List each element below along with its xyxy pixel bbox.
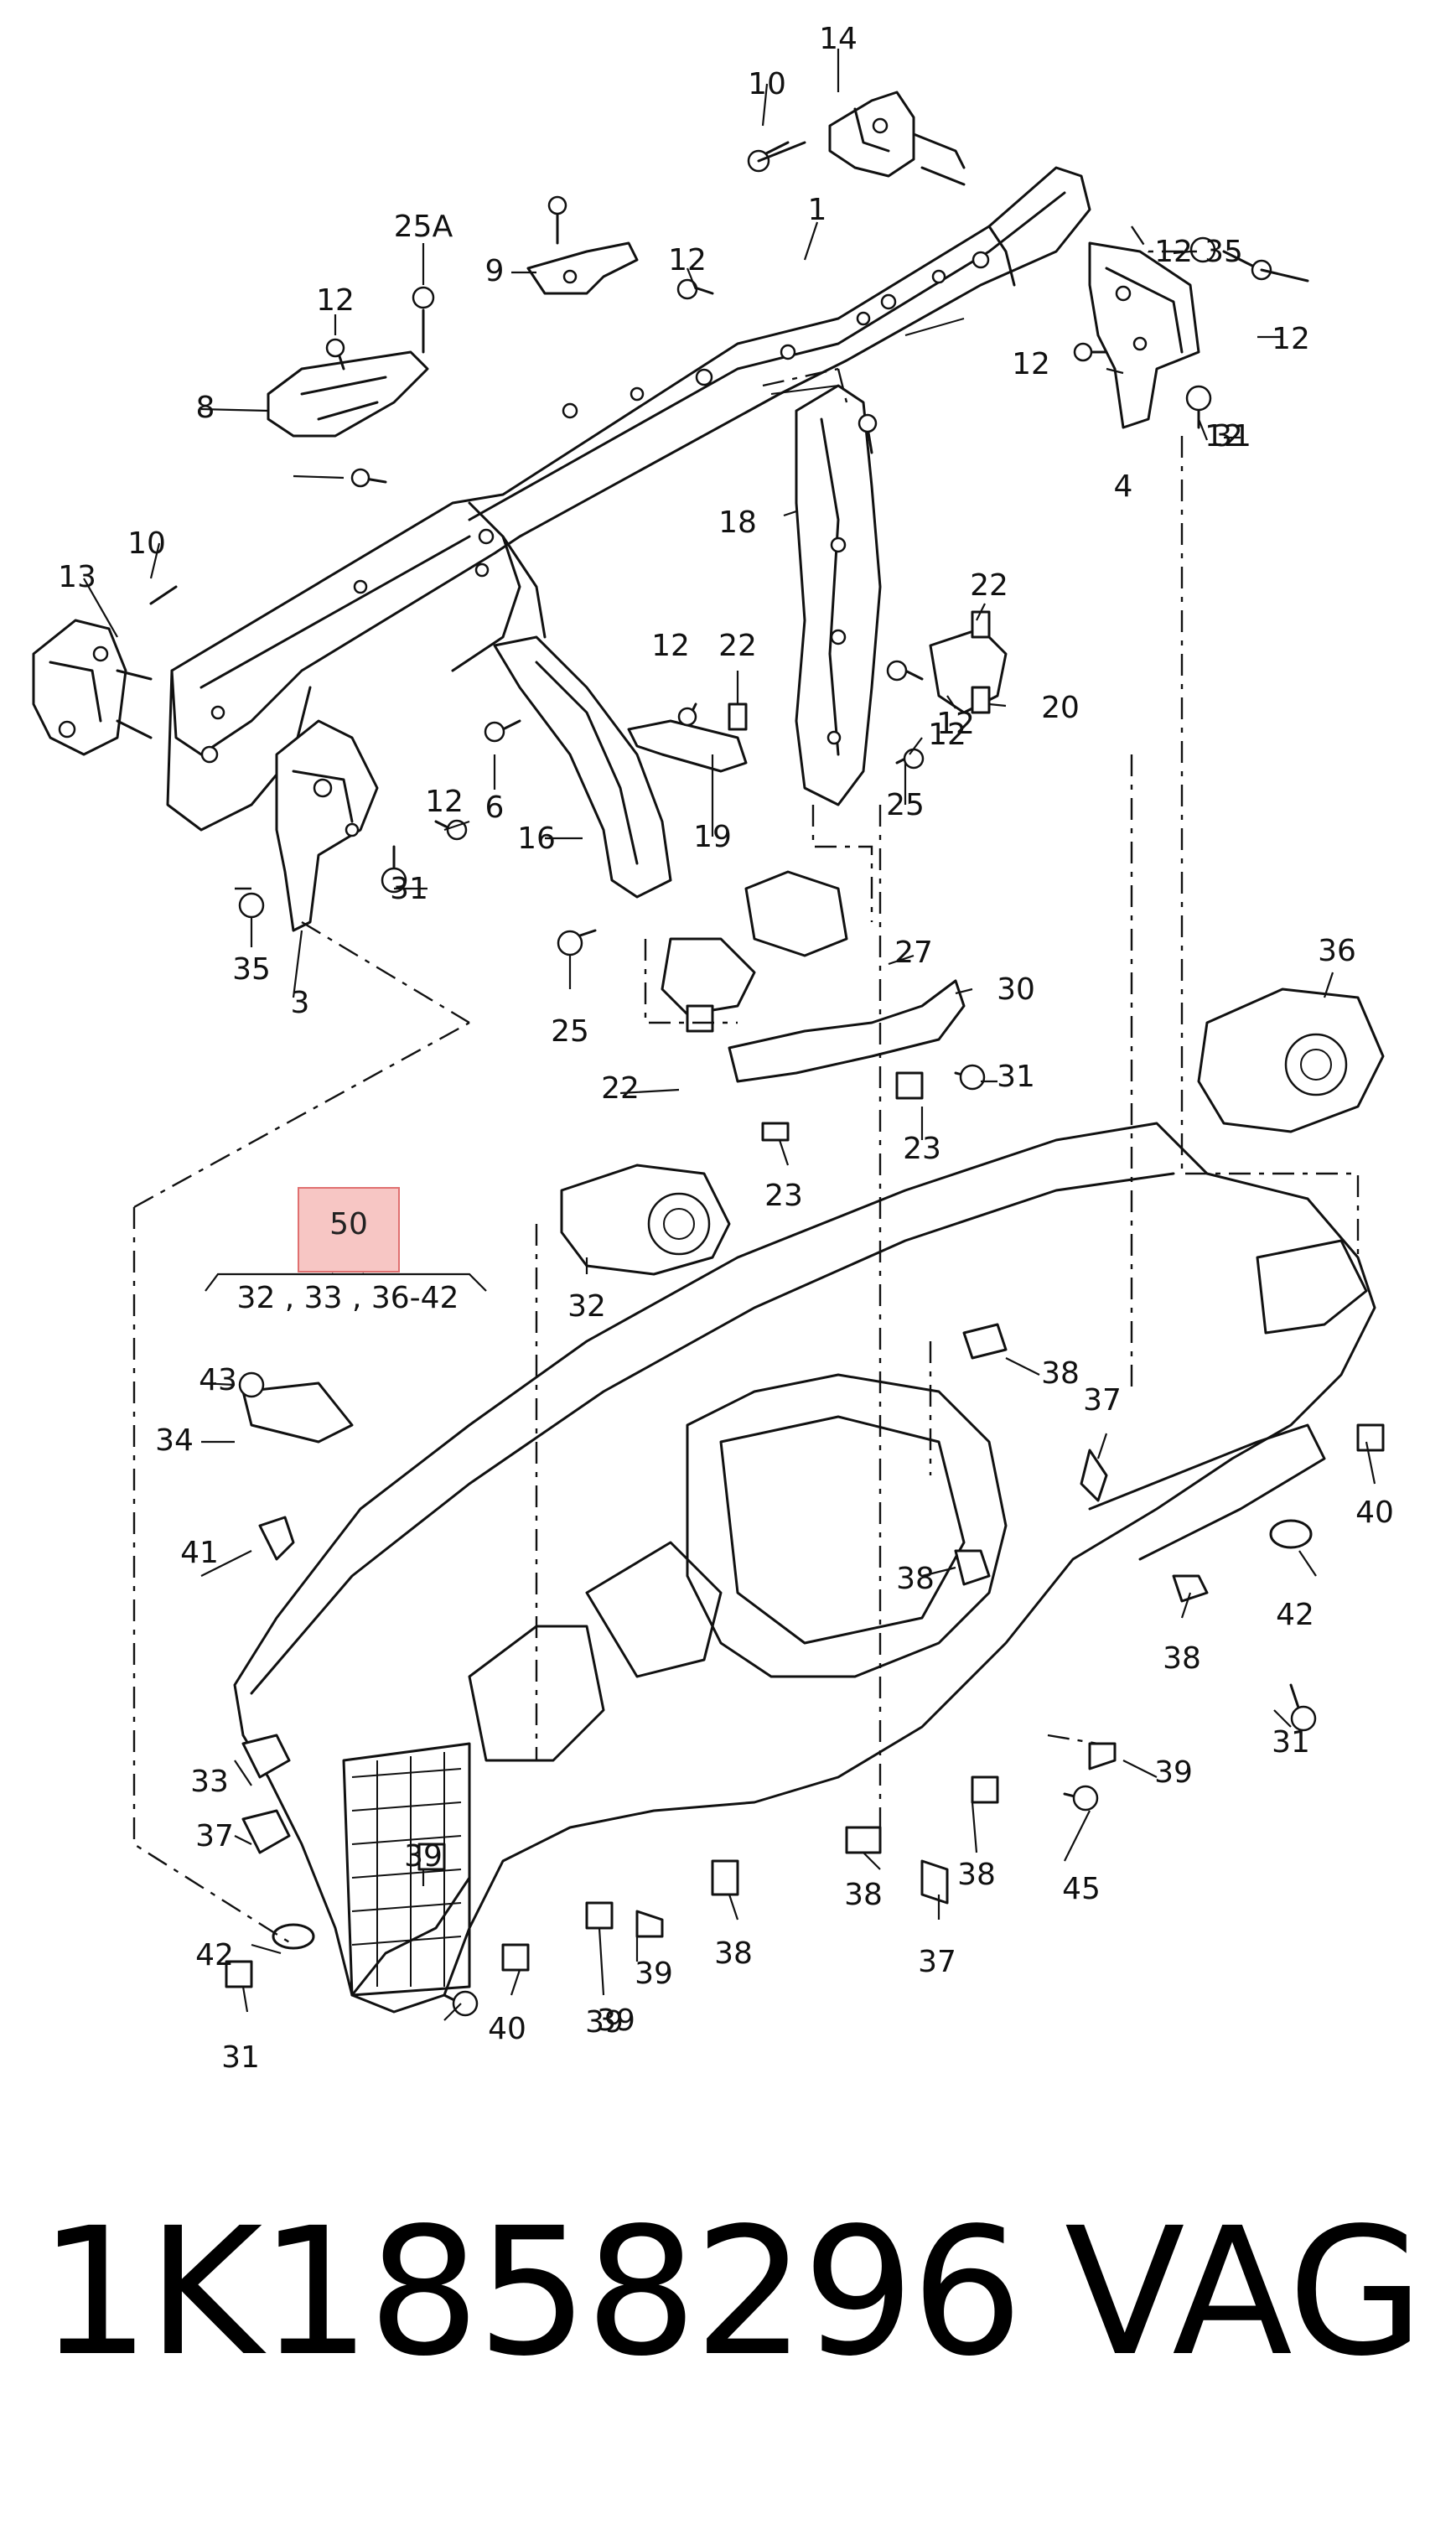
callout-label: 39 xyxy=(597,2003,635,2038)
callout-label: 35 xyxy=(1205,235,1243,269)
callout-label: 12 xyxy=(1272,322,1310,356)
support-column-18 xyxy=(795,384,882,806)
callout-label: 38 xyxy=(714,1936,753,1971)
callout-label: 42 xyxy=(195,1938,234,1972)
callout-label: 12 xyxy=(425,785,464,819)
callout-label: 39 xyxy=(404,1839,443,1874)
cross-member-beam xyxy=(166,166,1091,832)
highlight-box xyxy=(298,1187,400,1273)
callout-label: 12 xyxy=(1154,235,1193,269)
callout-label: 40 xyxy=(488,2012,526,2046)
callout-label: 10 xyxy=(127,526,166,561)
bolts-and-nuts xyxy=(149,141,1317,2017)
callout-label: 43 xyxy=(199,1363,237,1397)
leader-lines xyxy=(83,49,1376,2021)
callout-label: 31 xyxy=(1213,419,1251,454)
bracket-27 xyxy=(744,870,848,957)
callout-label: 6 xyxy=(485,791,505,825)
callout-label: 34 xyxy=(155,1423,194,1458)
callout-label: 31 xyxy=(390,872,428,906)
callout-label: 14 xyxy=(819,22,858,56)
air-vent-36 xyxy=(1197,987,1385,1133)
callout-label: 12 xyxy=(1205,419,1243,454)
callout-label: 42 xyxy=(1276,1598,1314,1632)
callout-label: 19 xyxy=(693,820,732,854)
callout-label: 32 xyxy=(567,1289,606,1324)
bracket-4 xyxy=(1088,241,1200,429)
callout-label: 22 xyxy=(718,629,757,663)
callout-label: 40 xyxy=(1355,1495,1394,1530)
callout-label: 31 xyxy=(997,1060,1035,1094)
callout-label: 25 xyxy=(551,1014,589,1049)
callout-label: 25 xyxy=(886,788,925,822)
bracket-16 xyxy=(493,635,672,899)
callout-label: 9 xyxy=(485,254,505,288)
callout-label: 37 xyxy=(195,1819,234,1853)
callout-label: 12 xyxy=(651,629,690,663)
callout-label: 12 xyxy=(936,707,975,741)
callout-label: 36 xyxy=(1318,934,1356,968)
callout-label: 12 xyxy=(1012,347,1050,381)
callout-label: 12 xyxy=(316,283,355,318)
callout-label: 38 xyxy=(1041,1356,1080,1391)
mount-bracket-14 xyxy=(828,91,966,186)
callout-label: 22 xyxy=(970,568,1008,603)
callout-label: 4 xyxy=(1114,469,1133,504)
callout-label: 25A xyxy=(394,210,453,244)
callout-label: 45 xyxy=(1062,1872,1101,1906)
callout-label: 22 xyxy=(601,1071,640,1106)
air-vent-32 xyxy=(560,1164,731,1276)
bracket-8 xyxy=(267,350,429,438)
callout-label: 38 xyxy=(1163,1641,1201,1676)
callout-label: 30 xyxy=(997,972,1035,1007)
callout-label: 16 xyxy=(517,822,556,856)
callout-label: 33 xyxy=(190,1765,229,1799)
callout-label: 1 xyxy=(808,193,827,227)
callout-label: 23 xyxy=(903,1132,941,1166)
group-bracket xyxy=(205,1273,487,1292)
callout-label: 39 xyxy=(635,1957,673,1991)
callout-label: 38 xyxy=(844,1878,883,1912)
brand-name: VAG xyxy=(1065,2190,1424,2395)
bracket-20 xyxy=(929,627,1008,714)
callout-label: 37 xyxy=(1083,1383,1122,1418)
callout-label: 12 xyxy=(668,243,707,277)
bracket-30 xyxy=(661,937,966,1083)
dashboard-panel xyxy=(233,1122,1376,2014)
callout-label: 20 xyxy=(1041,691,1080,725)
callout-label: 23 xyxy=(764,1179,803,1213)
callout-label: 13 xyxy=(58,560,96,594)
highlight-label: 50 xyxy=(329,1207,368,1241)
callout-label: 37 xyxy=(918,1945,956,1979)
callout-label: 31 xyxy=(221,2040,260,2075)
mount-bracket-13 xyxy=(32,619,153,756)
bracket-9 xyxy=(526,241,639,295)
callout-label: 12 xyxy=(928,718,966,752)
callout-label: 38 xyxy=(896,1562,935,1596)
callout-label: 8 xyxy=(196,391,215,425)
callout-label: 3 xyxy=(291,986,310,1020)
callout-label: 39 xyxy=(585,2005,624,2040)
assembly-dash-lines xyxy=(132,225,1360,1946)
callout-label: 32 , 33 , 36-42 xyxy=(237,1281,459,1315)
callout-label: 41 xyxy=(180,1536,219,1570)
callout-label: 38 xyxy=(957,1858,996,1892)
callout-label: 18 xyxy=(718,505,757,540)
bracket-3 xyxy=(275,719,379,932)
callout-label: 35 xyxy=(232,952,271,987)
callout-label: 27 xyxy=(894,936,933,970)
callout-label: 31 xyxy=(1272,1725,1310,1760)
clip-parts xyxy=(225,610,1385,1988)
part-number: 1K1858296 xyxy=(39,2190,1023,2395)
callout-label: 39 xyxy=(1154,1755,1193,1790)
callout-label: 10 xyxy=(748,67,786,101)
